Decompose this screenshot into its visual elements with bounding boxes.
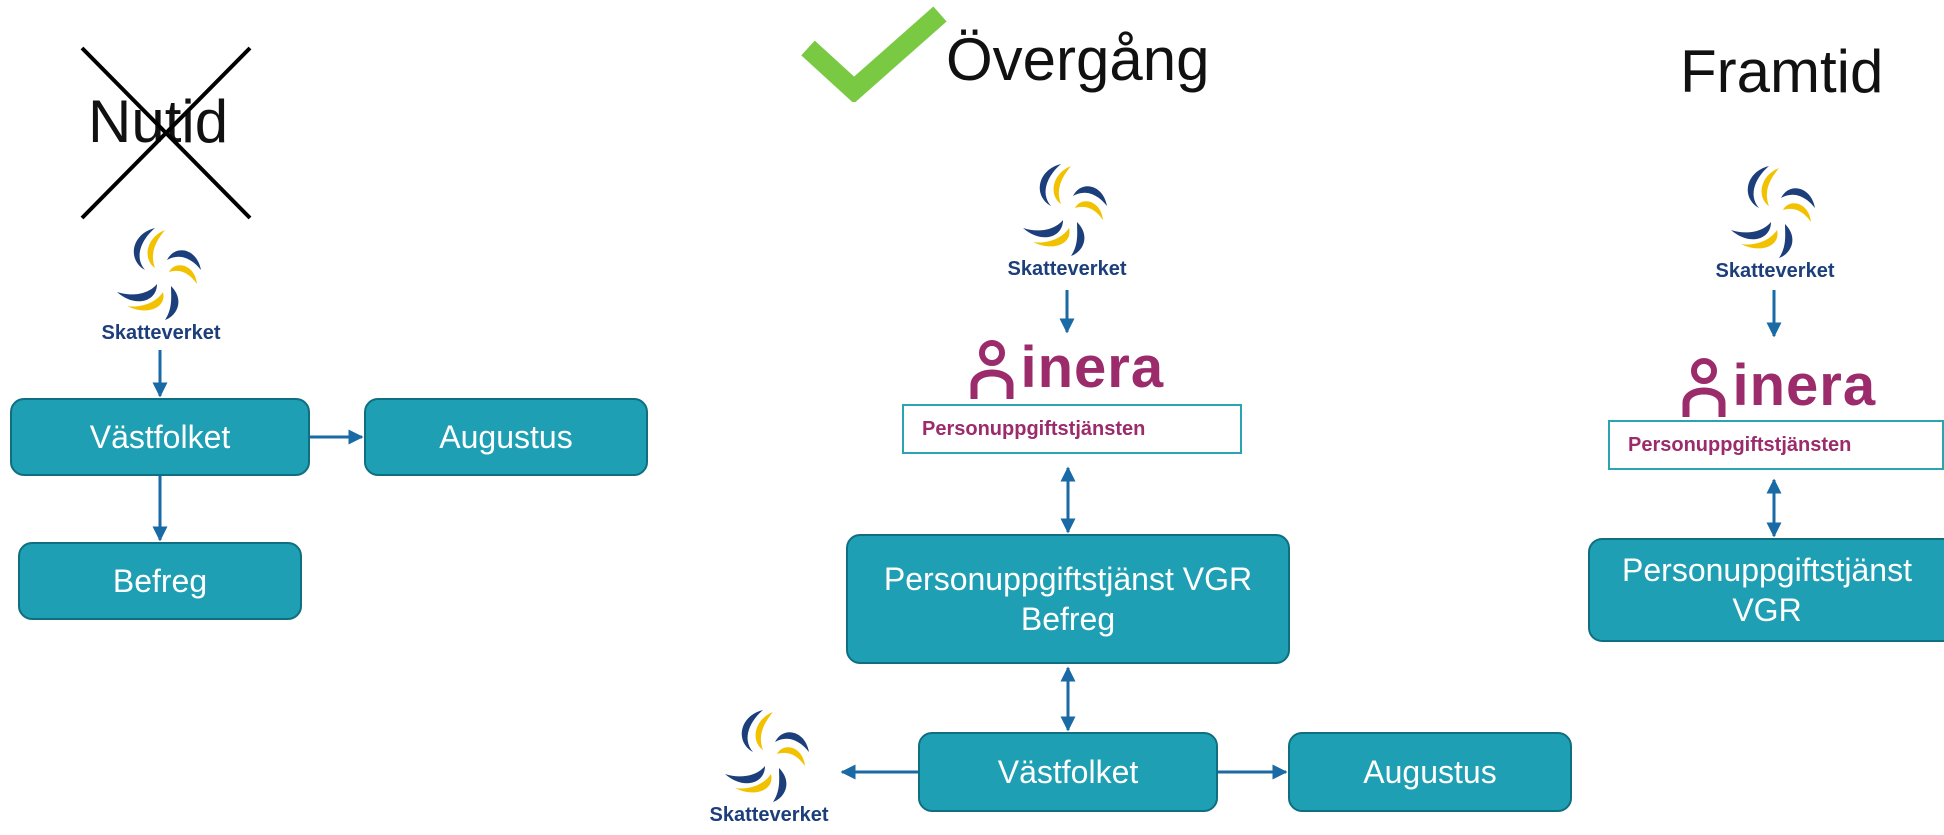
skatteverket-logo: Skatteverket [1700,160,1850,288]
inera-logo: inera [1680,352,1876,419]
skatteverket-label: Skatteverket [1715,260,1835,282]
skatteverket-logo: Skatteverket [992,158,1142,286]
node-nutid-vastfolket: Västfolket [10,398,310,476]
skatteverket-label: Skatteverket [101,322,221,344]
skatteverket-logo: Skatteverket [694,704,844,832]
node-framtid-pu-vgr: Personuppgiftstjänst VGR [1588,538,1944,642]
checkmark-icon [801,6,947,102]
skatteverket-logo: Skatteverket [86,222,236,350]
inera-wordmark: inera [1020,335,1165,400]
heading-framtid: Framtid [1680,38,1884,105]
inera-wordmark: inera [1732,353,1877,418]
skatteverket-label: Skatteverket [709,804,829,826]
inera-service-box: Personuppgiftstjänsten [902,404,1242,454]
node-overgang-vastfolket: Västfolket [918,732,1218,812]
skatteverket-label: Skatteverket [1007,258,1127,280]
node-overgang-augustus: Augustus [1288,732,1572,812]
node-overgang-pu-vgr: Personuppgiftstjänst VGR Befreg [846,534,1290,664]
node-nutid-augustus: Augustus [364,398,648,476]
inera-service-box: Personuppgiftstjänsten [1608,420,1944,470]
node-nutid-befreg: Befreg [18,542,302,620]
inera-logo: inera [968,334,1164,401]
cross-out-icon [80,46,252,220]
heading-overgang: Övergång [946,26,1210,93]
